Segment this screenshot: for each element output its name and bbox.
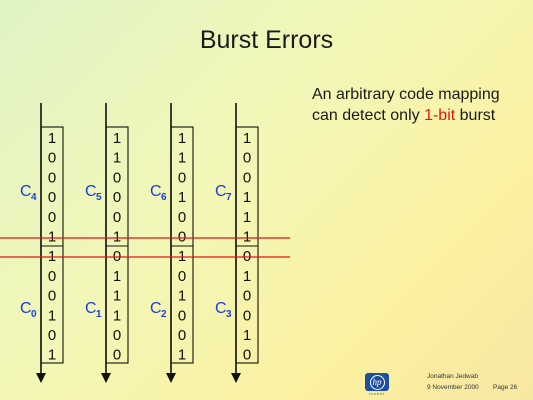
caption-text: An arbitrary code mapping can detect onl… (312, 86, 500, 124)
slide-title: Burst Errors (199, 26, 334, 54)
bit-value: 1 (243, 327, 251, 344)
hp-logo: hp (365, 373, 389, 391)
column-label-top-sub: 4 (31, 192, 37, 203)
slide-caption: An arbitrary code mapping can detect onl… (312, 84, 527, 126)
caption-highlight: 1-bit (424, 107, 456, 124)
column-label-bottom-sub: 3 (226, 309, 232, 320)
bit-value: 1 (113, 288, 121, 305)
column-label-bottom: C (150, 300, 162, 317)
column-label-bottom: C (85, 300, 97, 317)
footer-date: 9 November 2000 (427, 384, 479, 391)
bit-value: 0 (48, 169, 56, 186)
arrow-down-icon (36, 373, 46, 383)
arrow-down-icon (101, 373, 111, 383)
column-label-top: C (215, 183, 227, 200)
arrow-down-icon (166, 373, 176, 383)
bit-value: 0 (243, 288, 251, 305)
bit-value: 1 (243, 209, 251, 226)
bit-value: 0 (243, 169, 251, 186)
column-label-top-sub: 6 (161, 192, 167, 203)
bit-column-box (105, 126, 129, 364)
bit-value: 0 (243, 307, 251, 324)
bit-value: 0 (178, 169, 186, 186)
bit-value: 0 (178, 268, 186, 285)
bit-value: 0 (178, 229, 186, 246)
bit-value: 1 (178, 347, 186, 364)
arrow-down-icon (231, 373, 241, 383)
bit-value: 1 (178, 130, 186, 147)
bit-value: 1 (178, 189, 186, 206)
column-label-bottom-sub: 1 (96, 309, 102, 320)
column-label-top: C (20, 183, 32, 200)
bit-value: 1 (48, 347, 56, 364)
bit-value: 1 (243, 229, 251, 246)
bit-value: 0 (48, 150, 56, 167)
bit-value: 1 (113, 150, 121, 167)
bit-value: 0 (113, 189, 121, 206)
bit-value: 1 (243, 189, 251, 206)
bit-value: 0 (48, 268, 56, 285)
bit-column-box (170, 126, 194, 364)
bit-value: 1 (243, 268, 251, 285)
column-label-top-sub: 5 (96, 192, 102, 203)
column-label-top-sub: 7 (226, 192, 232, 203)
bit-value: 0 (48, 209, 56, 226)
bit-value: 0 (178, 327, 186, 344)
column-label-top: C (85, 183, 97, 200)
bit-value: 0 (48, 327, 56, 344)
bit-value: 1 (48, 307, 56, 324)
column-label-bottom: C (215, 300, 227, 317)
bit-value: 1 (113, 268, 121, 285)
bit-value: 0 (243, 150, 251, 167)
bit-value: 0 (178, 209, 186, 226)
bit-value: 0 (178, 307, 186, 324)
bit-value: 0 (113, 209, 121, 226)
bit-value: 1 (113, 229, 121, 246)
bit-value: 1 (178, 150, 186, 167)
bit-value: 1 (48, 229, 56, 246)
bit-column-box (235, 126, 259, 364)
bit-value: 1 (178, 288, 186, 305)
hp-logo-mark: hp (369, 374, 385, 390)
bit-value: 0 (113, 169, 121, 186)
bit-column-box (40, 126, 64, 364)
column-label-bottom-sub: 0 (31, 309, 37, 320)
bit-value: 0 (243, 347, 251, 364)
bit-value: 0 (113, 327, 121, 344)
hp-logo-word: invent (368, 391, 386, 396)
footer-author: Jonathan Jedwab (427, 373, 478, 380)
column-label-bottom-sub: 2 (161, 309, 167, 320)
caption-suffix: burst (455, 107, 496, 124)
column-label-bottom: C (20, 300, 32, 317)
bit-value: 1 (113, 130, 121, 147)
bit-value: 0 (48, 189, 56, 206)
column-label-top: C (150, 183, 162, 200)
bit-value: 1 (243, 130, 251, 147)
bit-value: 1 (48, 130, 56, 147)
bit-value: 0 (113, 347, 121, 364)
bit-value: 1 (113, 307, 121, 324)
footer-page: Page 26 (493, 384, 518, 391)
bit-value: 0 (48, 288, 56, 305)
